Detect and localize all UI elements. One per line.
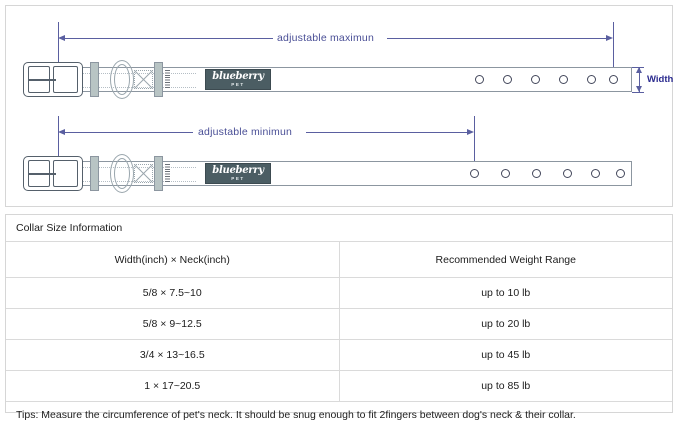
strap-hole: [587, 75, 596, 84]
dimension-label-max: adjustable maximun: [277, 32, 374, 44]
width-label: Width: [647, 74, 673, 85]
keeper-loop-1-max: [90, 62, 99, 97]
cell-weight: up to 85 lb: [339, 371, 672, 402]
cell-weight: up to 45 lb: [339, 340, 672, 371]
strap-hole: [470, 169, 479, 178]
strap-hole: [531, 75, 540, 84]
table-row: 5/8 × 9~12.5 up to 20 lb: [6, 309, 672, 340]
cell-weight: up to 20 lb: [339, 309, 672, 340]
cell-weight: up to 10 lb: [339, 278, 672, 309]
table-tips: Tips: Measure the circumference of pet's…: [6, 402, 672, 428]
dimension-line-max-left: [62, 38, 273, 39]
buckle-bar-right-min: [53, 160, 78, 187]
brand-logo-subtext-max: PET: [231, 83, 245, 88]
strap-hole: [475, 75, 484, 84]
strap-hole: [501, 169, 510, 178]
dimension-label-min: adjustable minimun: [198, 126, 292, 138]
brand-logo-patch-min: blueberry PET: [205, 163, 271, 184]
brand-logo-text-min: blueberry: [212, 166, 263, 176]
buckle-bar-right-max: [53, 66, 78, 93]
brand-logo-patch-max: blueberry PET: [205, 69, 271, 90]
cell-size: 5/8 × 7.5~10: [6, 278, 339, 309]
dimension-line-max-right: [387, 38, 606, 39]
care-tag-max: [165, 70, 170, 89]
table-title: Collar Size Information: [6, 215, 672, 242]
dimension-arrow-left-min: [58, 129, 65, 135]
cell-size: 1 × 17~20.5: [6, 371, 339, 402]
cell-size: 3/4 × 13~16.5: [6, 340, 339, 371]
strap-hole: [532, 169, 541, 178]
collar-diagram-panel: adjustable maximun: [5, 5, 673, 207]
keeper-loop-2-min: [154, 156, 163, 191]
dimension-arrow-right-max: [606, 35, 613, 41]
dimension-line-min-right: [306, 132, 467, 133]
strap-hole: [616, 169, 625, 178]
brand-logo-subtext-min: PET: [231, 177, 245, 182]
stitch-cross-min: [134, 164, 153, 183]
buckle-prong-max: [28, 79, 56, 81]
brand-logo-text-max: blueberry: [212, 72, 263, 82]
strap-hole: [559, 75, 568, 84]
collar-size-chart: adjustable maximun: [0, 0, 679, 418]
collar-size-table-panel: Collar Size Information Width(inch) × Ne…: [5, 214, 673, 413]
table-header-size: Width(inch) × Neck(inch): [6, 242, 339, 278]
table-title-row: Collar Size Information: [6, 215, 672, 242]
cell-size: 5/8 × 9~12.5: [6, 309, 339, 340]
stitch-cross-max: [134, 70, 153, 89]
keeper-loop-1-min: [90, 156, 99, 191]
d-ring-inner-max: [114, 64, 130, 95]
table-tips-row: Tips: Measure the circumference of pet's…: [6, 402, 672, 428]
table-header-weight: Recommended Weight Range: [339, 242, 672, 278]
table-row: 1 × 17~20.5 up to 85 lb: [6, 371, 672, 402]
dimension-arrow-right-min: [467, 129, 474, 135]
care-tag-min: [165, 164, 170, 183]
table-row: 5/8 × 7.5~10 up to 10 lb: [6, 278, 672, 309]
table-header-row: Width(inch) × Neck(inch) Recommended Wei…: [6, 242, 672, 278]
keeper-loop-2-max: [154, 62, 163, 97]
dimension-arrow-left-max: [58, 35, 65, 41]
buckle-prong-min: [28, 173, 56, 175]
width-extension-bottom: [632, 92, 644, 93]
collar-size-table: Collar Size Information Width(inch) × Ne…: [6, 215, 672, 428]
strap-hole: [503, 75, 512, 84]
strap-hole: [563, 169, 572, 178]
d-ring-inner-min: [114, 158, 130, 189]
table-row: 3/4 × 13~16.5 up to 45 lb: [6, 340, 672, 371]
strap-hole: [591, 169, 600, 178]
width-extension-top: [632, 67, 644, 68]
strap-hole: [609, 75, 618, 84]
dimension-line-min-left: [62, 132, 193, 133]
